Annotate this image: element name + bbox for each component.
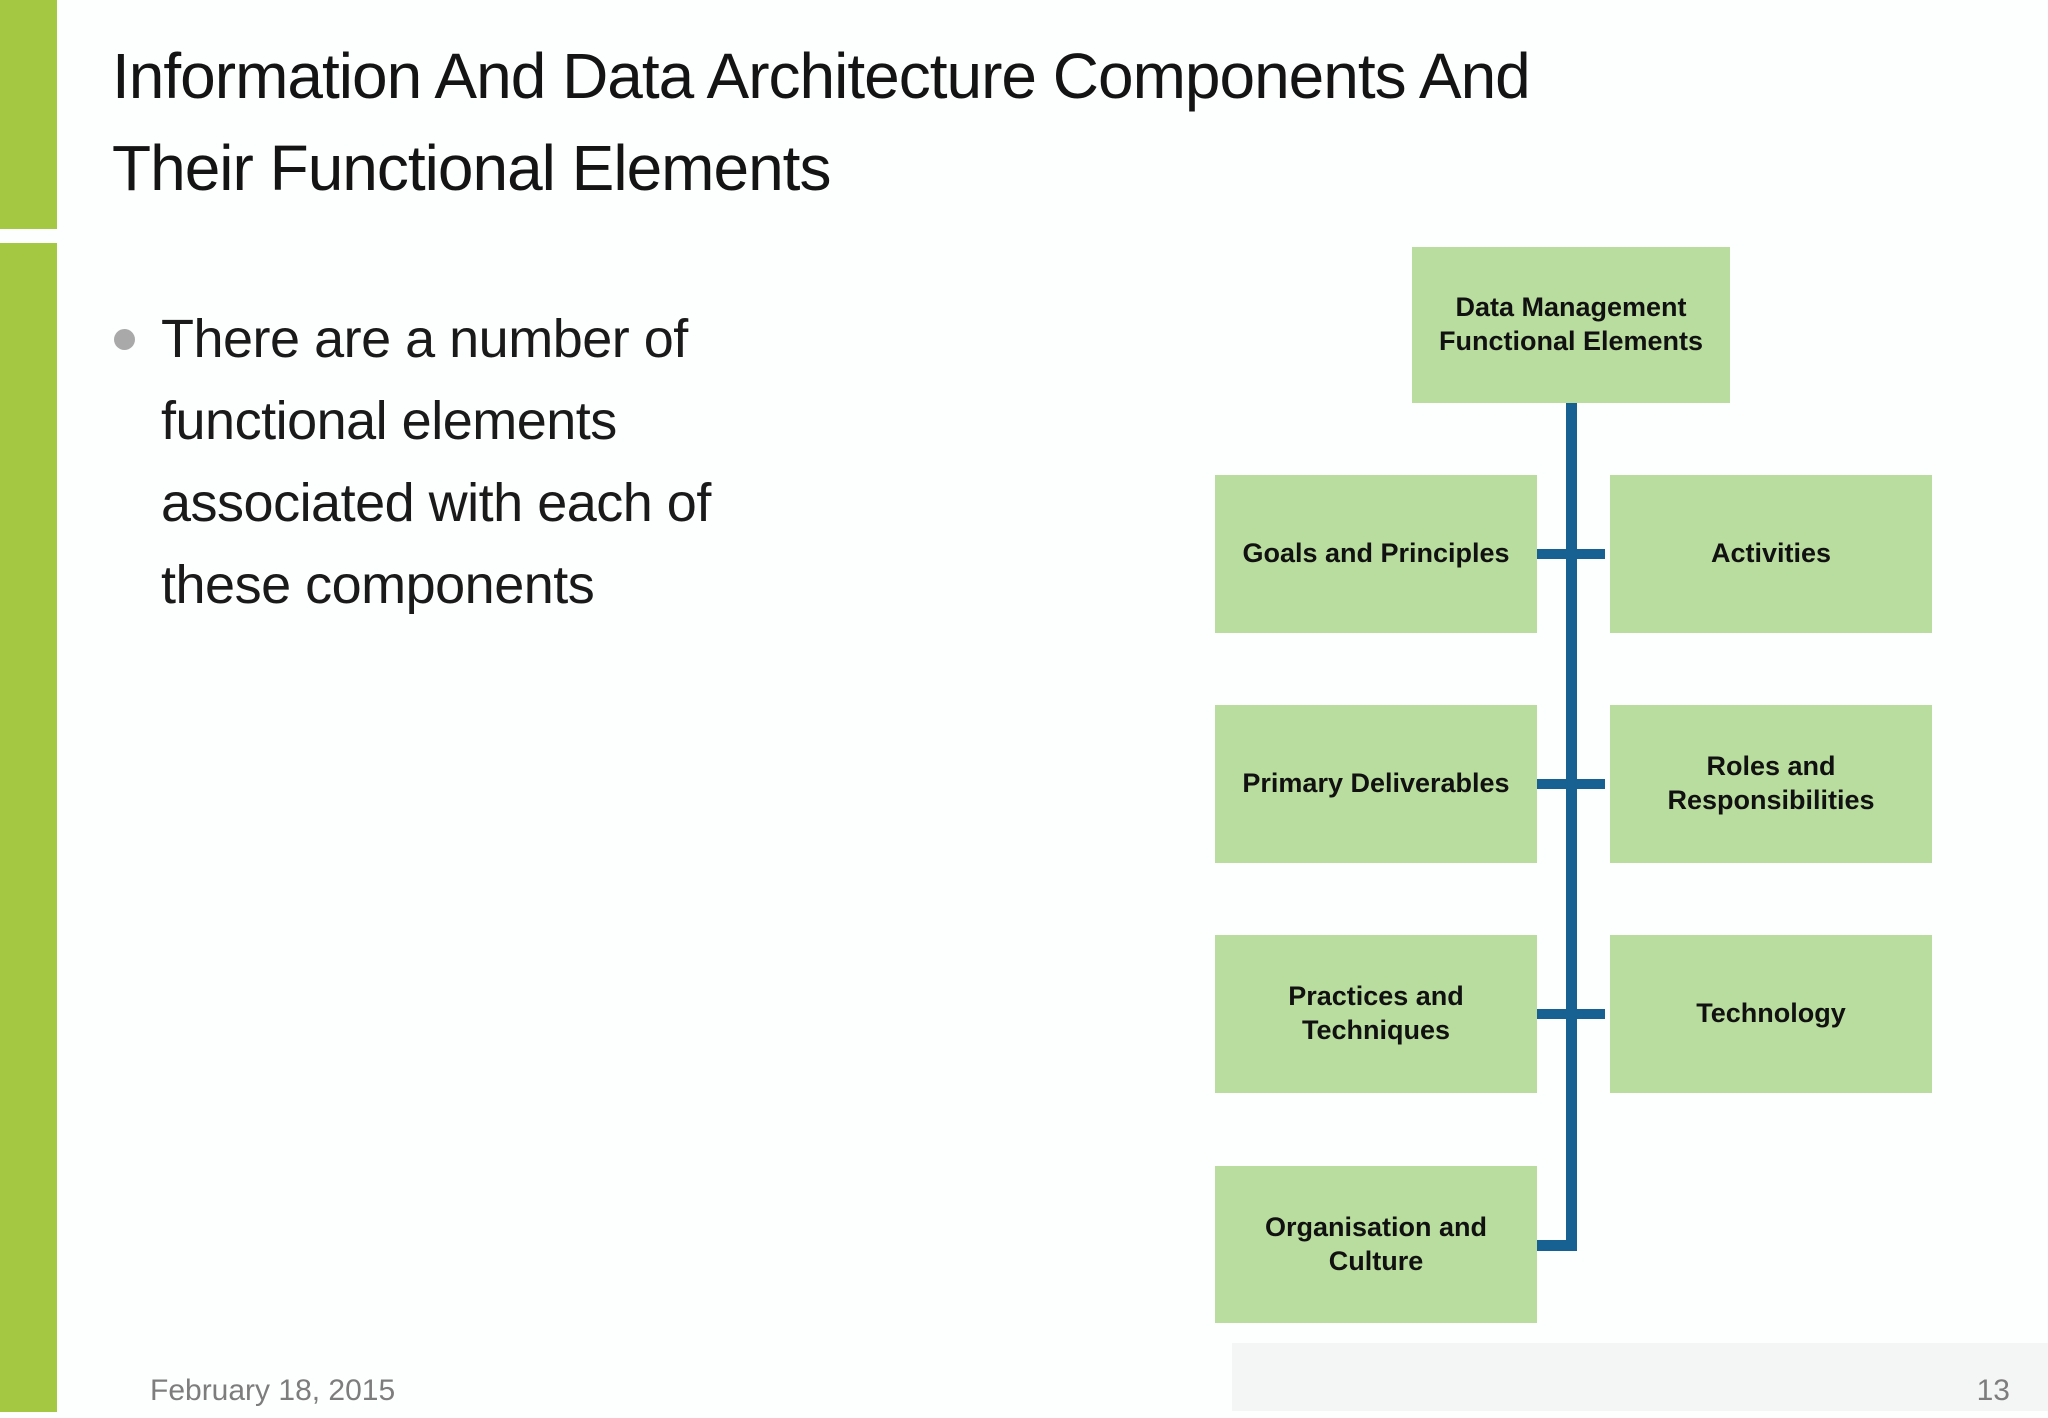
footer-band bbox=[1232, 1343, 2048, 1411]
bullet-text: There are a number of functional element… bbox=[161, 309, 711, 615]
diagram-box-practices-and-techniques: Practices and Techniques bbox=[1215, 935, 1537, 1093]
connector-elbow-row-4 bbox=[1537, 1240, 1577, 1251]
diagram-box-data-management-functional-elements: Data Management Functional Elements bbox=[1412, 247, 1730, 403]
diagram-box-activities: Activities bbox=[1610, 475, 1932, 633]
diagram-box-goals-and-principles: Goals and Principles bbox=[1215, 475, 1537, 633]
page-number: 13 bbox=[1976, 1374, 2010, 1407]
bullet-item: There are a number of functional element… bbox=[114, 298, 820, 626]
bullet-dot bbox=[114, 329, 135, 350]
accent-bar-top bbox=[0, 0, 57, 229]
slide-title-line-2: Their Functional Elements bbox=[112, 132, 831, 204]
slide-title: Information And Data Architecture Compon… bbox=[112, 30, 1992, 214]
connector-row-2 bbox=[1537, 779, 1605, 789]
diagram-box-organisation-and-culture: Organisation and Culture bbox=[1215, 1166, 1537, 1323]
connector-row-1 bbox=[1537, 549, 1605, 559]
connector-trunk bbox=[1566, 403, 1577, 1251]
diagram-box-primary-deliverables: Primary Deliverables bbox=[1215, 705, 1537, 863]
connector-row-3 bbox=[1537, 1009, 1605, 1019]
diagram-box-roles-and-responsibilities: Roles and Responsibilities bbox=[1610, 705, 1932, 863]
diagram-box-technology: Technology bbox=[1610, 935, 1932, 1093]
accent-bar-bottom bbox=[0, 243, 57, 1412]
slide-title-line-1: Information And Data Architecture Compon… bbox=[112, 40, 1531, 112]
footer-date: February 18, 2015 bbox=[150, 1374, 396, 1407]
